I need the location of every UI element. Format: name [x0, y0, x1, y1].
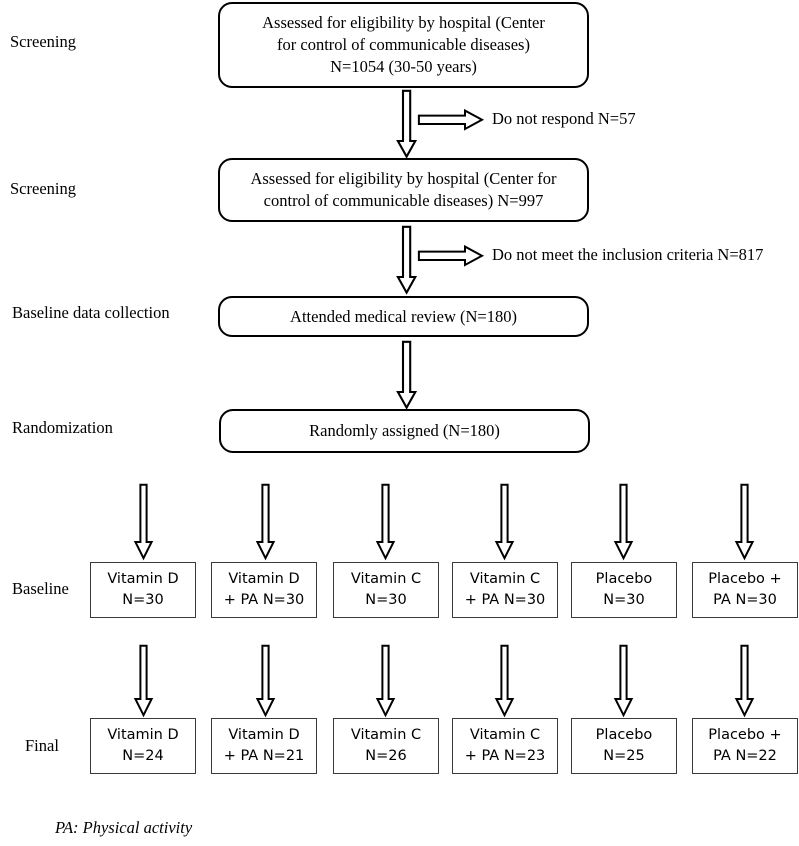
group-box-line: N=30: [122, 592, 164, 608]
flow-box-randomly-assigned: Randomly assigned (N=180): [219, 409, 590, 453]
final-group-box-placebo-pa: Placebo + PA N=22: [692, 718, 798, 774]
group-box-line: Vitamin D: [107, 570, 179, 587]
flow-box-assessed-eligibility-1: Assessed for eligibility by hospital (Ce…: [218, 2, 589, 88]
stage-label-final: Final: [25, 736, 59, 755]
baseline-group-box-vitamin-c-pa: Vitamin C + PA N=30: [452, 562, 558, 618]
group-box-line: Vitamin D: [228, 726, 300, 743]
stage-label-baseline: Baseline: [12, 579, 69, 598]
group-box-line: N=25: [603, 748, 645, 764]
group-box-line: N=30: [365, 592, 407, 608]
group-box-line: + PA N=30: [464, 592, 546, 608]
flow-box-line: Attended medical review (N=180): [290, 306, 517, 326]
group-box-line: N=30: [603, 592, 645, 608]
branch-arrow-final-4: [494, 644, 515, 718]
group-box-line: Vitamin D: [228, 570, 300, 587]
branch-arrow-final-5: [613, 644, 634, 718]
branch-arrow-baseline-1: [133, 483, 154, 561]
branch-arrow-baseline-5: [613, 483, 634, 561]
group-box-line: + PA N=30: [223, 592, 305, 608]
stage-label-baseline-data-collection: Baseline data collection: [12, 303, 170, 322]
group-box-line: + PA N=21: [223, 748, 305, 764]
group-box-line: PA N=22: [713, 748, 777, 764]
flow-box-line: control of communicable diseases) N=997: [263, 191, 544, 210]
branch-arrow-final-2: [255, 644, 276, 718]
exclusion-label-do-not-respond: Do not respond N=57: [492, 109, 636, 128]
final-group-box-placebo: Placebo N=25: [571, 718, 677, 774]
group-box-line: + PA N=23: [464, 748, 546, 764]
flow-arrow-down-3: [396, 340, 418, 410]
baseline-group-box-vitamin-d: Vitamin D N=30: [90, 562, 196, 618]
branch-arrow-final-3: [375, 644, 396, 718]
baseline-group-box-vitamin-d-pa: Vitamin D + PA N=30: [211, 562, 317, 618]
stage-label-randomization: Randomization: [12, 418, 113, 437]
exclusion-arrow-2: [417, 244, 485, 267]
branch-arrow-final-6: [734, 644, 755, 718]
group-box-line: Vitamin C: [469, 570, 541, 587]
baseline-group-box-placebo: Placebo N=30: [571, 562, 677, 618]
flow-box-line: N=1054 (30-50 years): [330, 56, 477, 76]
flow-arrow-down-2: [396, 225, 418, 295]
group-box-line: Placebo +: [708, 570, 782, 587]
baseline-group-box-placebo-pa: Placebo + PA N=30: [692, 562, 798, 618]
group-box-line: Vitamin D: [107, 726, 179, 743]
footnote-pa-abbreviation: PA: Physical activity: [55, 818, 193, 837]
final-group-box-vitamin-c-pa: Vitamin C + PA N=23: [452, 718, 558, 774]
group-box-line: Placebo: [595, 570, 653, 587]
stage-label-screening-1: Screening: [10, 32, 76, 51]
flow-box-line: for control of communicable diseases): [277, 35, 530, 55]
final-group-box-vitamin-d-pa: Vitamin D + PA N=21: [211, 718, 317, 774]
branch-arrow-baseline-6: [734, 483, 755, 561]
group-box-line: Placebo +: [708, 726, 782, 743]
flow-box-assessed-eligibility-2: Assessed for eligibility by hospital (Ce…: [218, 158, 589, 222]
branch-arrow-baseline-3: [375, 483, 396, 561]
flow-arrow-down-1: [396, 89, 418, 159]
exclusion-label-inclusion-criteria: Do not meet the inclusion criteria N=817: [492, 245, 764, 264]
group-box-line: Vitamin C: [350, 726, 422, 743]
group-box-line: Vitamin C: [469, 726, 541, 743]
branch-arrow-final-1: [133, 644, 154, 718]
flow-box-attended-medical-review: Attended medical review (N=180): [218, 296, 589, 337]
branch-arrow-baseline-4: [494, 483, 515, 561]
baseline-group-box-vitamin-c: Vitamin C N=30: [333, 562, 439, 618]
group-box-line: N=24: [122, 748, 164, 764]
group-box-line: Placebo: [595, 726, 653, 743]
stage-label-screening-2: Screening: [10, 179, 76, 198]
group-box-line: Vitamin C: [350, 570, 422, 587]
flow-box-line: Assessed for eligibility by hospital (Ce…: [262, 13, 545, 33]
flow-box-line: Assessed for eligibility by hospital (Ce…: [250, 169, 557, 189]
final-group-box-vitamin-d: Vitamin D N=24: [90, 718, 196, 774]
final-group-box-vitamin-c: Vitamin C N=26: [333, 718, 439, 774]
group-box-line: PA N=30: [713, 592, 777, 608]
group-box-line: N=26: [365, 748, 407, 764]
exclusion-arrow-1: [417, 108, 485, 131]
flow-box-line: Randomly assigned (N=180): [309, 421, 500, 441]
branch-arrow-baseline-2: [255, 483, 276, 561]
